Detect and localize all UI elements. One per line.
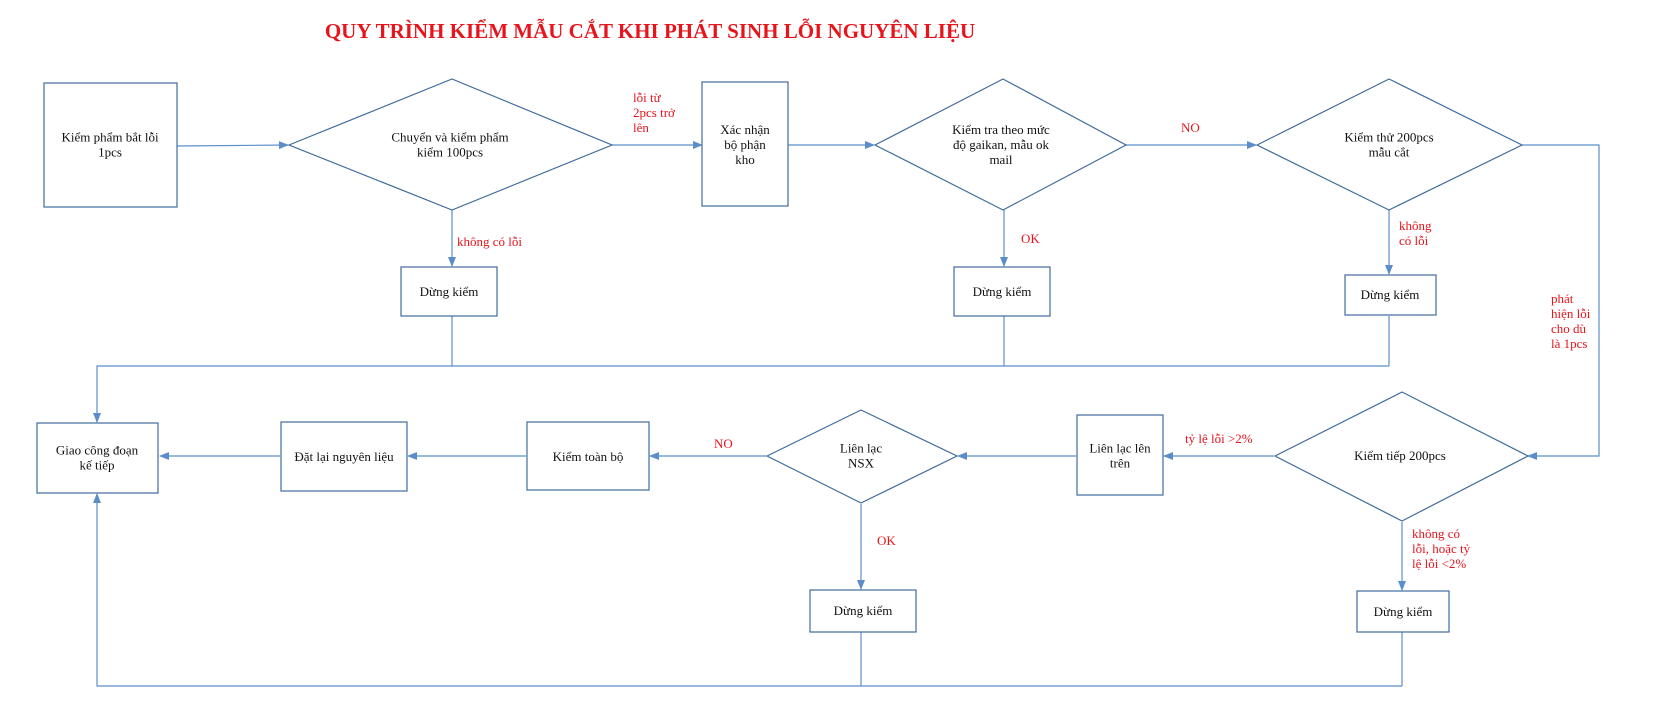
text-line: trên <box>1110 456 1131 471</box>
text-line: không có <box>1412 526 1460 541</box>
text-line: hiện lỗi <box>1551 306 1591 321</box>
text-line: 2pcs trở <box>633 105 676 120</box>
edge-bottom-to-next-process <box>93 493 1402 687</box>
text-line: bộ phận <box>724 137 766 152</box>
text-line: lỗi từ <box>633 90 662 105</box>
text-line: Kiểm tra theo mức <box>952 122 1050 137</box>
text-line: Dừng kiểm <box>834 603 893 618</box>
text-line: Chuyển và kiểm phẩm <box>391 130 508 145</box>
edge-start-to-check100 <box>176 141 289 150</box>
text-line: là 1pcs <box>1551 336 1587 351</box>
text-line: có lỗi <box>1399 233 1429 248</box>
text-line: Dừng kiểm <box>420 284 479 299</box>
text-line: Xác nhận <box>720 122 770 137</box>
node-stop1-label: Dừng kiểm <box>420 284 479 299</box>
edge-label-ok1: OK <box>1021 231 1040 246</box>
node-stop2-label: Dừng kiểm <box>973 284 1032 299</box>
node-full-check: Kiểm toàn bộ <box>526 421 650 491</box>
node-reset-material: Đặt lại nguyên liệu <box>280 421 408 492</box>
text-line: Dừng kiểm <box>1361 287 1420 302</box>
node-stop3: Dừng kiểm <box>1344 274 1437 316</box>
node-reset-material-label: Đặt lại nguyên liệu <box>294 449 394 464</box>
text-line: Kiểm phẩm bắt lỗi <box>61 130 159 145</box>
text-line: Giao công đoạn <box>56 443 139 458</box>
text-line: Kiểm thử 200pcs <box>1344 130 1433 145</box>
text-line: kho <box>735 152 755 167</box>
node-stop4: Dừng kiểm <box>809 589 917 633</box>
text-line: NO <box>1181 120 1200 135</box>
text-line: Kiểm toàn bộ <box>553 449 624 464</box>
connectors <box>93 141 1600 687</box>
diagram-title: QUY TRÌNH KIỂM MẪU CẮT KHI PHÁT SINH LỖI… <box>325 18 975 43</box>
node-stop2: Dừng kiểm <box>953 266 1051 317</box>
text-line: độ gaikan, mẫu ok <box>953 137 1050 152</box>
edge-test200-to-next200 <box>1522 144 1600 460</box>
text-line: kiểm 100pcs <box>417 145 483 160</box>
text-line: lệ lỗi <2% <box>1412 556 1466 571</box>
node-stop5-label: Dừng kiểm <box>1374 604 1433 619</box>
node-full-check-label: Kiểm toàn bộ <box>553 449 624 464</box>
text-line: Liên lạc lên <box>1089 441 1151 456</box>
node-next200-label: Kiểm tiếp 200pcs <box>1354 448 1446 463</box>
text-line: lỗi, hoặc tỷ <box>1412 541 1471 556</box>
edge-stops-to-next-process <box>93 365 1389 423</box>
text-line: phát <box>1551 291 1574 306</box>
text-line: NO <box>714 436 733 451</box>
edge-label-ok2: OK <box>877 533 896 548</box>
text-line: không <box>1399 218 1432 233</box>
node-stop3-label: Dừng kiểm <box>1361 287 1420 302</box>
text-line: Dừng kiểm <box>1374 604 1433 619</box>
text-line: mail <box>989 152 1012 167</box>
edge-label-no1: NO <box>1181 120 1200 135</box>
text-line: cho dù <box>1551 321 1587 336</box>
text-line: NSX <box>848 456 875 471</box>
text-line: mẫu cắt <box>1369 145 1410 160</box>
text-line: 1pcs <box>98 145 122 160</box>
edge-label-rate-high: tỷ lệ lỗi >2% <box>1185 431 1253 446</box>
text-line: Liên lạc <box>840 441 882 456</box>
text-line: Đặt lại nguyên liệu <box>294 449 394 464</box>
node-next200-decision: Kiểm tiếp 200pcs <box>1273 391 1530 522</box>
text-line: OK <box>877 533 896 548</box>
edge-label-no-err1: không có lỗi <box>457 234 522 249</box>
node-stop1: Dừng kiểm <box>400 266 498 317</box>
edge-label-no2: NO <box>714 436 733 451</box>
text-line: tỷ lệ lỗi >2% <box>1185 431 1253 446</box>
text-line: không có lỗi <box>457 234 522 249</box>
node-stop4-label: Dừng kiểm <box>834 603 893 618</box>
text-line: Kiểm tiếp 200pcs <box>1354 448 1446 463</box>
text-line: OK <box>1021 231 1040 246</box>
text-line: Dừng kiểm <box>973 284 1032 299</box>
text-line: kế tiếp <box>79 458 114 473</box>
text-line: lên <box>633 120 649 135</box>
node-stop5: Dừng kiểm <box>1356 590 1450 633</box>
